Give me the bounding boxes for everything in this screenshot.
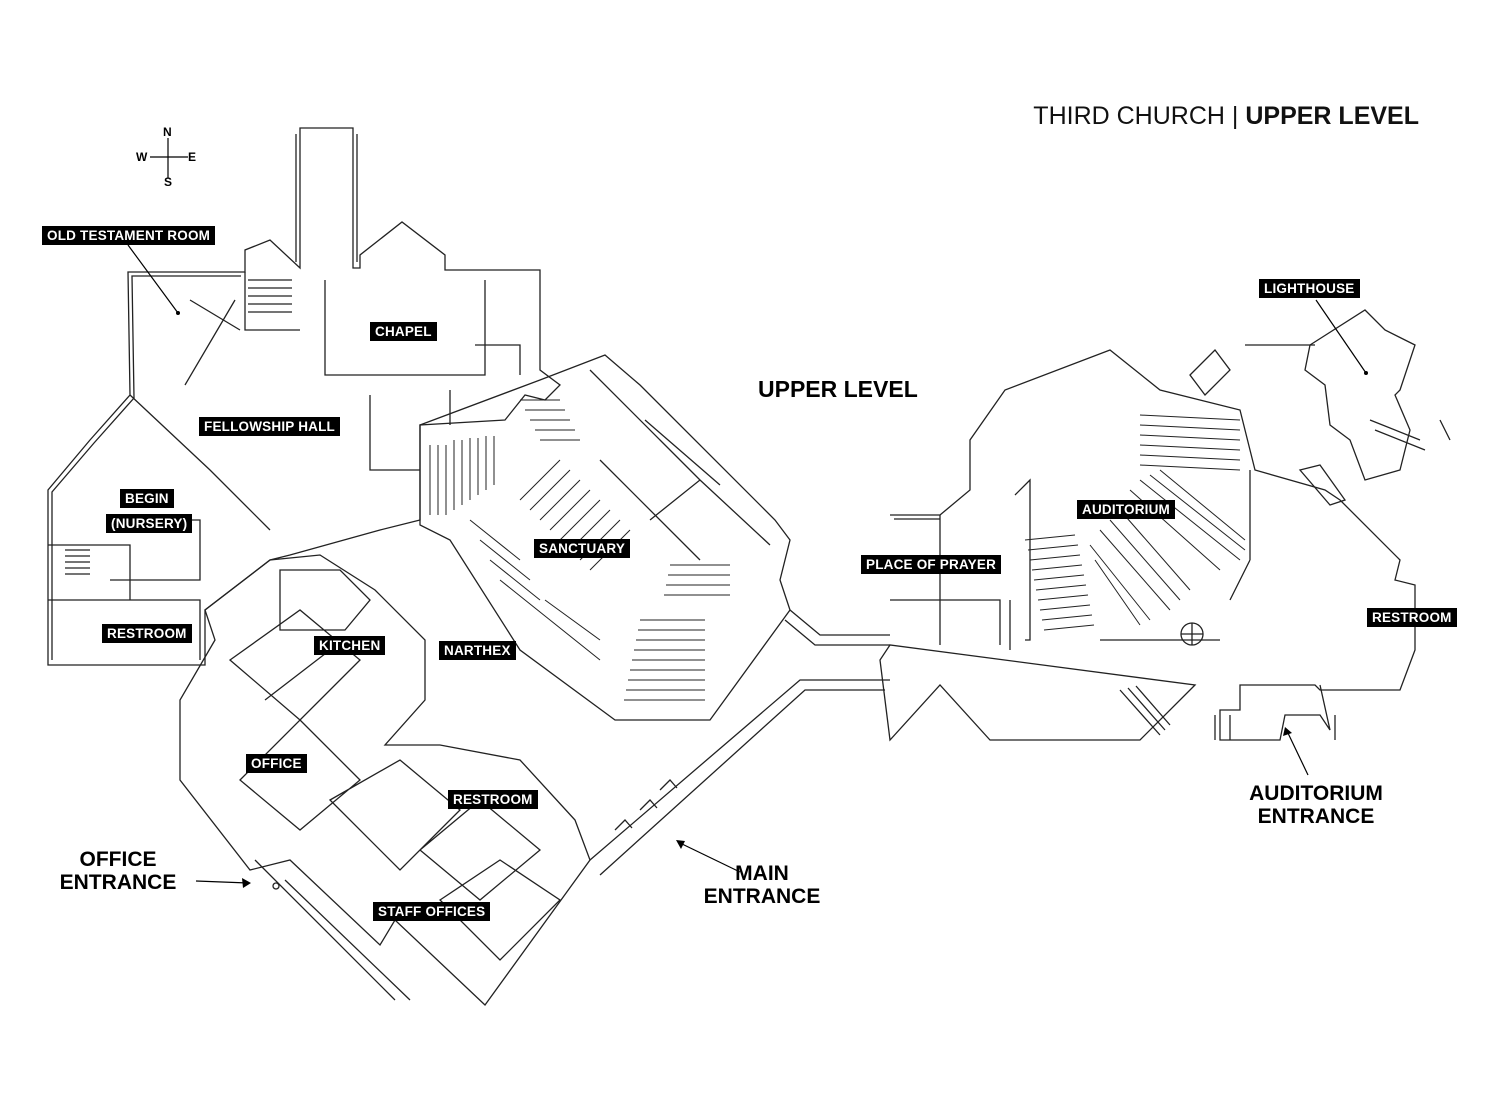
room-label-fellowship-hall[interactable]: FELLOWSHIP HALL [199,417,340,436]
room-label-office[interactable]: OFFICE [246,754,307,773]
room-label-restroom-west[interactable]: RESTROOM [102,624,192,643]
room-label-kitchen[interactable]: KITCHEN [314,636,386,655]
auditorium-entrance-line1: AUDITORIUM [1249,782,1383,805]
east-wing-outline [879,349,1416,742]
office-entrance-label[interactable]: OFFICE ENTRANCE [52,848,184,894]
south-wing-outline [179,554,591,1006]
map-title: THIRD CHURCH | UPPER LEVEL [1033,102,1419,131]
compass-south: S [164,175,173,189]
main-entrance-wall [589,679,890,876]
room-label-lighthouse[interactable]: LIGHTHOUSE [1259,279,1360,298]
main-entrance-line1: MAIN [735,862,789,885]
office-entrance-line2: ENTRANCE [59,871,177,894]
map-title-lead: THIRD CHURCH | [1033,102,1246,130]
room-label-place-of-prayer[interactable]: PLACE OF PRAYER [861,555,1002,574]
room-label-sanctuary[interactable]: SANCTUARY [534,539,631,558]
compass-east: E [188,150,197,164]
room-label-chapel[interactable]: CHAPEL [370,322,437,341]
main-entrance-label[interactable]: MAIN ENTRANCE [694,862,830,908]
compass-west: W [136,150,148,164]
room-label-narthex[interactable]: NARTHEX [439,641,516,660]
room-label-old-testament-room[interactable]: OLD TESTAMENT ROOM [42,226,216,245]
room-label-auditorium[interactable]: AUDITORIUM [1077,500,1175,519]
level-caption: UPPER LEVEL [758,376,918,402]
office-entrance-line1: OFFICE [79,848,157,871]
room-label-restroom-south[interactable]: RESTROOM [448,790,538,809]
room-label-restroom-east[interactable]: RESTROOM [1367,608,1457,627]
auditorium-entrance-label[interactable]: AUDITORIUM ENTRANCE [1236,782,1396,828]
auditorium-entrance-line2: ENTRANCE [1257,805,1375,828]
west-wing-outline [47,127,561,666]
main-entrance-line2: ENTRANCE [703,885,821,908]
map-title-level: UPPER LEVEL [1245,102,1419,130]
compass-north: N [163,125,172,139]
compass-rose-icon: N S W E [132,125,204,190]
room-label-nursery[interactable]: (NURSERY) [106,514,193,533]
sanctuary-outline [419,354,791,721]
lighthouse-outline [1304,309,1416,481]
room-label-staff-offices[interactable]: STAFF OFFICES [373,902,491,921]
room-label-begin[interactable]: BEGIN [120,489,174,508]
